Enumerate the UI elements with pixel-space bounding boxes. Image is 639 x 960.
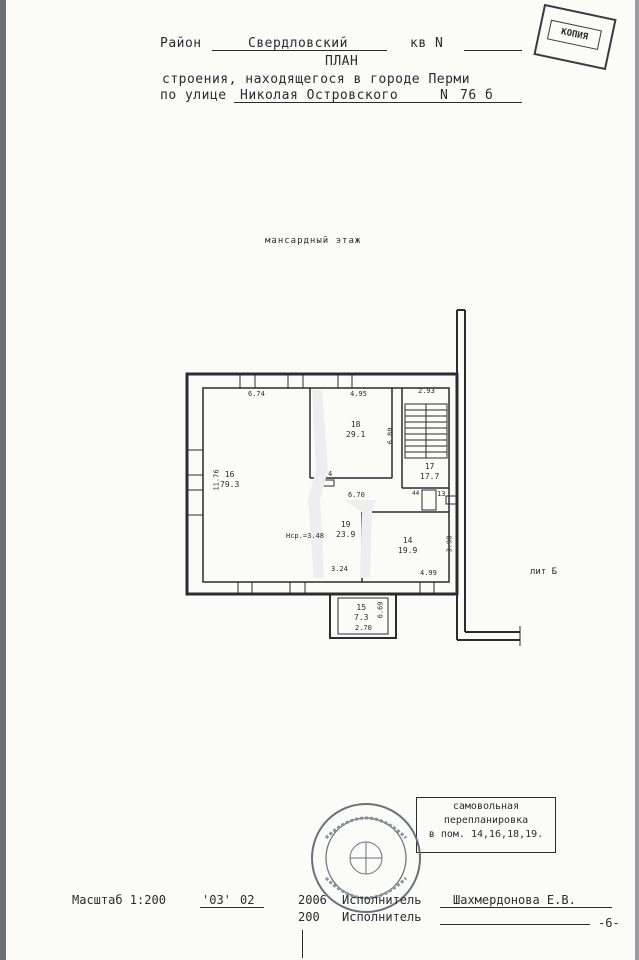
room-18-area: 29.1 xyxy=(346,430,366,439)
dim-bottom-mid: 3.24 xyxy=(331,565,348,573)
executor-1-label: Исполнитель xyxy=(342,893,422,907)
margin-tick xyxy=(302,930,303,958)
street-value: Николая Островского xyxy=(240,88,399,103)
apartment-prefix: кв N xyxy=(410,36,444,51)
executor-1-underline xyxy=(440,907,612,908)
scan-edge-right xyxy=(635,0,639,960)
date-day: '03' xyxy=(202,893,231,907)
year-2: 200 xyxy=(298,910,320,924)
room-13-id: 13 xyxy=(437,490,446,498)
date-underline xyxy=(200,907,264,908)
room-15-id: 15 xyxy=(356,603,367,612)
dim-top-mid: 4.95 xyxy=(350,390,367,398)
correction-mark xyxy=(308,390,328,578)
round-seal xyxy=(311,803,421,913)
year-1: 2006 xyxy=(298,893,327,907)
dim-left: 11.76 xyxy=(212,469,221,491)
room-19: 19 23.9 xyxy=(336,520,355,540)
dim-right-vert: 3.98 xyxy=(445,535,454,553)
room-19-id: 19 xyxy=(340,520,351,529)
scale-label: Масштаб 1:200 xyxy=(72,893,166,907)
dim-porch-bottom: 2.70 xyxy=(355,624,372,632)
lit-label: лит Б xyxy=(530,567,558,577)
note-line-3: в пом. 14,16,18,19. xyxy=(428,829,544,840)
room-16-id: 16 xyxy=(224,470,235,479)
room-17-id: 17 xyxy=(424,462,435,471)
redevelopment-note: самовольная перепланировка в пом. 14,16,… xyxy=(416,797,556,853)
executor-1-name: Шахмердонова Е.В. xyxy=(453,893,576,907)
district-underline xyxy=(212,50,387,51)
scan-edge-left xyxy=(0,0,6,960)
dim-mid-vert: 6.80 xyxy=(386,427,395,445)
district-prefix: Район xyxy=(160,36,202,51)
room-17-area: 17.7 xyxy=(420,472,440,481)
room-18-id: 18 xyxy=(350,420,361,429)
note-line-1: самовольная xyxy=(452,801,520,812)
note-line-2: перепланировка xyxy=(443,815,529,826)
inner-wall-line xyxy=(202,387,450,583)
street-prefix: по улице xyxy=(160,88,227,103)
room-19-area: 23.9 xyxy=(336,530,356,539)
dim-center: 6.70 xyxy=(348,491,365,499)
street-underline xyxy=(234,102,522,103)
room-14-area: 19.9 xyxy=(398,546,418,555)
number-prefix: N xyxy=(440,88,449,103)
room-14: 14 19.9 xyxy=(398,536,417,556)
correction-mark xyxy=(344,500,376,578)
dim-small-44: 44 xyxy=(412,490,420,497)
plan-title: ПЛАН xyxy=(325,54,359,69)
district-value: Свердловский xyxy=(248,36,348,51)
building-line: строения, находящегося в городе Перми xyxy=(162,72,471,87)
executor-2-label: Исполнитель xyxy=(342,910,422,924)
dim-top-left: 6.74 xyxy=(248,390,265,398)
height-label: Нср.=3.48 xyxy=(286,532,324,540)
room-18: 18 29.1 xyxy=(346,420,365,440)
room-15-area: 7.3 xyxy=(354,613,369,622)
dim-small-4: 4 xyxy=(328,470,333,478)
date-month: 02 xyxy=(240,893,255,907)
number-value: 76 б xyxy=(460,88,494,103)
room-17: 17 17.7 xyxy=(420,462,439,482)
room-14-id: 14 xyxy=(402,536,413,545)
room-16: 16 79.3 xyxy=(220,470,239,490)
dim-bottom-right: 4.99 xyxy=(420,569,437,577)
page-number: -6- xyxy=(598,916,620,930)
executor-2-underline xyxy=(440,924,590,925)
floor-title: мансардный этаж xyxy=(265,236,362,246)
dim-porch-vert: 6.69 xyxy=(376,601,385,619)
room-16-area: 79.3 xyxy=(220,480,240,489)
room-15: 15 7.3 xyxy=(354,603,368,623)
dim-top-right: 2.93 xyxy=(418,387,435,395)
apartment-underline xyxy=(464,50,522,51)
